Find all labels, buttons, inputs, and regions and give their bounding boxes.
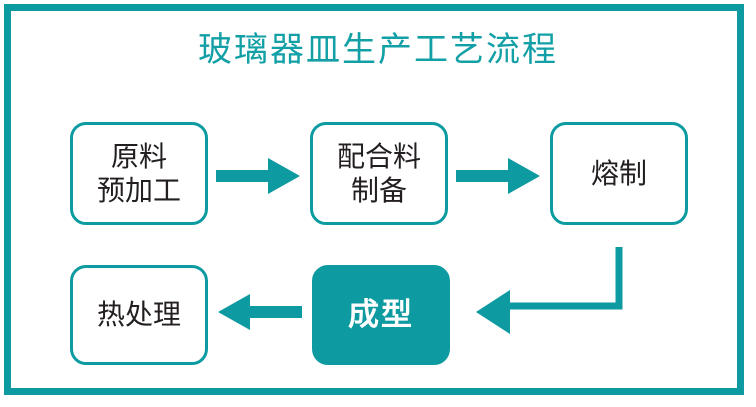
flow-node-forming-label: 成型 <box>348 296 414 332</box>
flow-node-melting[interactable]: 熔制 <box>550 122 688 225</box>
flow-node-batch-preparation-label: 配合料 制备 <box>336 141 421 206</box>
flow-node-raw-material[interactable]: 原料 预加工 <box>70 122 208 225</box>
connector-melting-to-forming-icon <box>476 247 623 334</box>
arrow-batch-to-melting-icon <box>456 158 540 194</box>
arrow-raw-to-batch-icon <box>216 158 300 194</box>
flow-node-forming[interactable]: 成型 <box>312 265 450 365</box>
arrow-forming-to-heat-treatment-icon <box>218 294 302 330</box>
flow-node-melting-label: 熔制 <box>590 157 647 189</box>
flow-node-raw-material-label: 原料 预加工 <box>96 141 181 206</box>
flow-node-batch-preparation[interactable]: 配合料 制备 <box>310 122 448 225</box>
page-title: 玻璃器皿生产工艺流程 <box>198 31 558 69</box>
flow-node-heat-treatment[interactable]: 热处理 <box>70 265 208 365</box>
flow-node-heat-treatment-label: 热处理 <box>96 299 181 331</box>
